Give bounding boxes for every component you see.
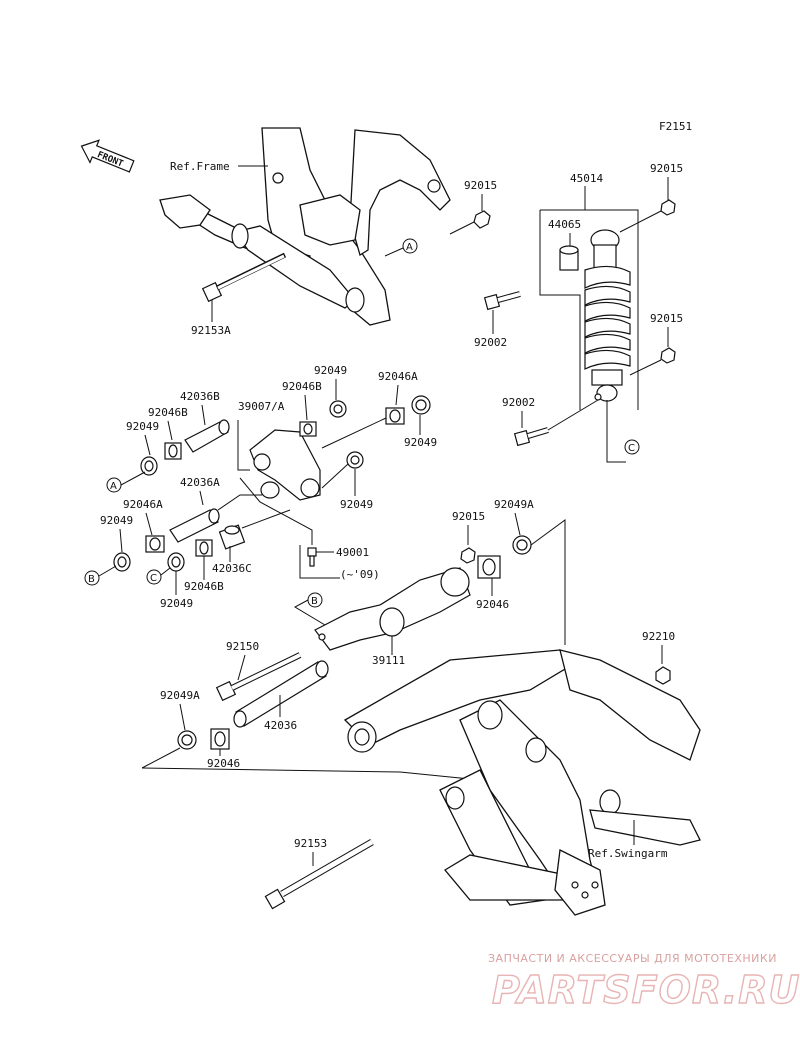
label-92049a-b: 92049A bbox=[160, 689, 200, 702]
label-92049-a: 92049 bbox=[126, 420, 159, 433]
ref-mark-a-frame-text: A bbox=[406, 242, 413, 253]
ref-mark-c-link-text: C bbox=[150, 573, 157, 584]
bearing-92046b-c bbox=[195, 539, 213, 557]
nut-92015-rod bbox=[460, 547, 476, 564]
ref-mark-c-link bbox=[146, 569, 162, 585]
sleeve-42036a bbox=[169, 508, 220, 543]
sleeve-42036 bbox=[233, 660, 329, 728]
swingarm-drawing bbox=[343, 649, 701, 916]
nut-92015-shock-top bbox=[660, 199, 676, 216]
sleeve-42036b bbox=[184, 419, 230, 453]
front-arrow-icon: FRONT bbox=[80, 139, 135, 173]
label-92002-a: 92002 bbox=[474, 336, 507, 349]
watermark-subtitle: ЗАПЧАСТИ И АКСЕССУАРЫ ДЛЯ МОТОТЕХНИКИ bbox=[488, 952, 777, 965]
label-92153: 92153 bbox=[294, 837, 327, 850]
label-92049-c: 92049 bbox=[404, 436, 437, 449]
bearing-92046b-a bbox=[164, 442, 182, 460]
bearing-92046-a bbox=[477, 555, 501, 579]
ref-mark-b-link-text: B bbox=[88, 574, 95, 585]
label-92046b-a: 92046B bbox=[148, 406, 188, 419]
label-44065: 44065 bbox=[548, 218, 581, 231]
figure-code: F2151 bbox=[659, 120, 692, 133]
shock-absorber bbox=[584, 229, 631, 402]
label-92046a-b: 92046A bbox=[123, 498, 163, 511]
label-92210: 92210 bbox=[642, 630, 675, 643]
label-45014: 45014 bbox=[570, 172, 603, 185]
bearing-92046-b bbox=[210, 728, 230, 750]
label-92015-b: 92015 bbox=[650, 162, 683, 175]
bolt-92002-upper bbox=[483, 291, 521, 311]
label-92046-b: 92046 bbox=[207, 757, 240, 770]
bearing-92046a-a bbox=[385, 407, 405, 425]
ref-mark-c-shock bbox=[624, 439, 640, 455]
label-92015-a: 92015 bbox=[464, 179, 497, 192]
grease-fitting-49001 bbox=[307, 547, 317, 567]
label-42036c: 42036C bbox=[212, 562, 252, 575]
watermark-brand: PARTSFOR.RU bbox=[492, 968, 800, 1012]
label-92153a: 92153A bbox=[191, 324, 231, 337]
ref-mark-a-frame bbox=[402, 238, 418, 254]
label-42036a: 42036A bbox=[180, 476, 220, 489]
label-92046-a: 92046 bbox=[476, 598, 509, 611]
ref-mark-c-shock-text: C bbox=[628, 443, 635, 454]
bolt-92153 bbox=[264, 838, 374, 910]
label-92046a-a: 92046A bbox=[378, 370, 418, 383]
bolt-92150 bbox=[215, 652, 302, 702]
label-92015-d: 92015 bbox=[452, 510, 485, 523]
label-92046b-b: 92046B bbox=[282, 380, 322, 393]
label-92150: 92150 bbox=[226, 640, 259, 653]
label-39007a: 39007/A bbox=[238, 400, 285, 413]
bearing-92046a-b bbox=[145, 535, 165, 553]
label-92002-b: 92002 bbox=[502, 396, 535, 409]
bolt-92153a bbox=[201, 252, 287, 303]
label-92049-d: 92049 bbox=[340, 498, 373, 511]
label-39111: 39111 bbox=[372, 654, 405, 667]
ref-mark-b-rod-text: B bbox=[311, 596, 318, 607]
tie-rod-39111 bbox=[314, 567, 471, 651]
label-92015-c: 92015 bbox=[650, 312, 683, 325]
label-42036: 42036 bbox=[264, 719, 297, 732]
rocker-arm-39007 bbox=[249, 429, 321, 501]
ref-swingarm-label: Ref.Swingarm bbox=[588, 847, 668, 860]
label-92046b-c: 92046B bbox=[184, 580, 224, 593]
nut-92015-frame bbox=[473, 210, 491, 229]
label-42036b: 42036B bbox=[180, 390, 220, 403]
ref-frame-label: Ref.Frame bbox=[170, 160, 230, 173]
frame-drawing bbox=[159, 127, 451, 326]
sleeve-42036c bbox=[218, 524, 246, 550]
label-92049-e: 92049 bbox=[100, 514, 133, 527]
label-49001-note: (~'09) bbox=[340, 568, 380, 581]
ref-mark-a-link-text: A bbox=[110, 481, 117, 492]
ref-mark-b-link bbox=[84, 570, 100, 586]
collar-44065 bbox=[559, 245, 579, 271]
bolt-92002-lower bbox=[513, 427, 549, 447]
nut-92015-shock-bottom bbox=[660, 347, 676, 364]
label-92049a-a: 92049A bbox=[494, 498, 534, 511]
bearing-92046b-b bbox=[299, 421, 317, 437]
label-49001: 49001 bbox=[336, 546, 369, 559]
label-92049-b: 92049 bbox=[314, 364, 347, 377]
label-92049-f: 92049 bbox=[160, 597, 193, 610]
nut-92210 bbox=[655, 666, 671, 685]
